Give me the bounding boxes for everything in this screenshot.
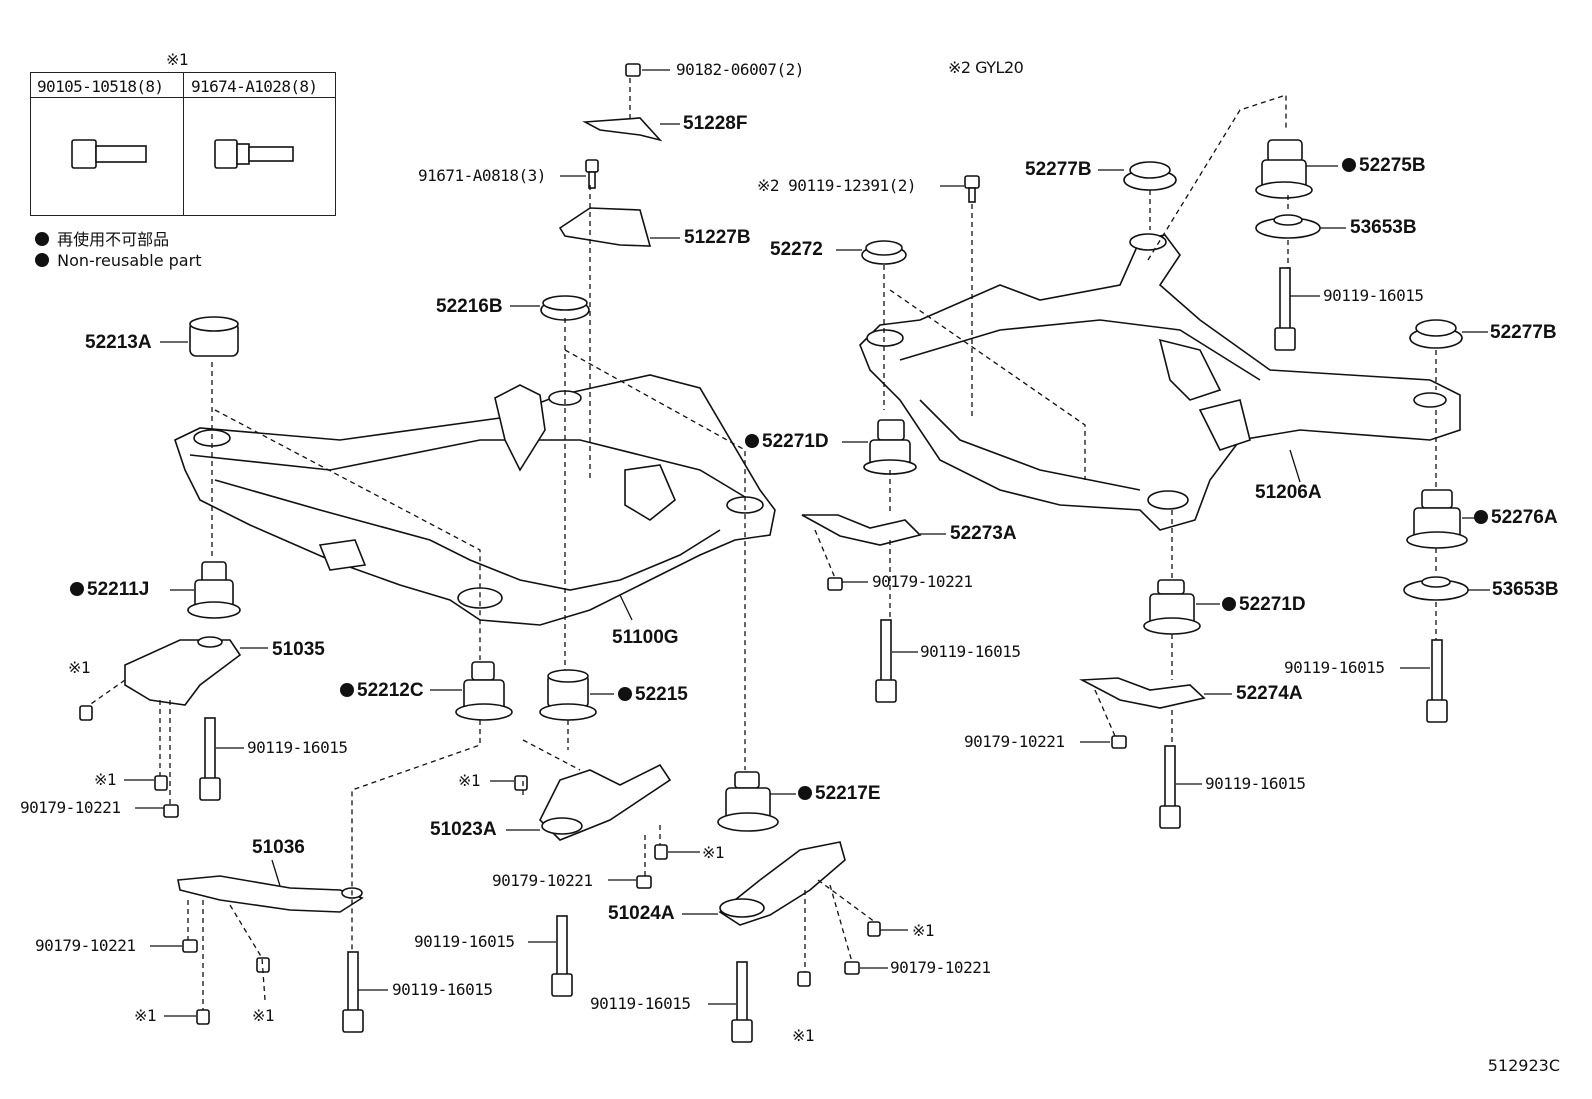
leader-lines <box>124 69 1490 1017</box>
label-51024A: 51024A <box>608 903 675 924</box>
label-90179-10221-c: 90179-10221 <box>492 871 593 890</box>
label-53653B-b: 53653B <box>1492 579 1559 600</box>
legend-header-row <box>31 73 335 98</box>
alignment-lines <box>87 78 1437 1010</box>
label-52217E: 52217E <box>798 784 881 803</box>
mark-c2: ※1 <box>702 843 725 862</box>
label-52273A: 52273A <box>950 523 1017 544</box>
label-51206A: 51206A <box>1255 482 1322 503</box>
label-90179-10221-e: 90179-10221 <box>872 572 973 591</box>
label-52213A: 52213A <box>85 332 152 353</box>
label-51036: 51036 <box>252 837 305 858</box>
non-reusable-icon <box>70 582 84 596</box>
label-52271D-b: 52271D <box>1222 595 1306 614</box>
non-reusable-icon <box>798 786 812 800</box>
legend-table: 90105-10518(8) 91674-A1028(8) <box>30 72 336 216</box>
label-52272: 52272 <box>770 239 823 260</box>
non-reusable-icon <box>618 687 632 701</box>
bullet-icon <box>35 232 49 246</box>
label-52271D-a: 52271D <box>745 432 829 451</box>
mark-d1: ※1 <box>912 921 935 940</box>
label-90119-16015-c: 90119-16015 <box>414 932 515 951</box>
non-reusable-icon <box>340 683 354 697</box>
non-reusable-icon <box>1474 510 1488 524</box>
label-90179-10221-b: 90179-10221 <box>35 936 136 955</box>
legend-note-jp: 再使用不可部品 <box>35 226 169 250</box>
legend-note-jp-text: 再使用不可部品 <box>57 230 170 249</box>
label-90182-06007: 90182-06007(2) <box>676 60 804 79</box>
label-53653B-a: 53653B <box>1350 217 1417 238</box>
bullet-icon <box>35 253 49 267</box>
label-90179-10221-d: 90179-10221 <box>890 958 991 977</box>
bolts <box>71 63 1448 1043</box>
label-90119-12391: ※2 90119-12391(2) <box>757 176 917 195</box>
label-51228F: 51228F <box>683 113 748 134</box>
label-52216B: 52216B <box>436 296 503 317</box>
legend-ref-mark: ※1 <box>166 50 189 69</box>
label-90119-16015-e: 90119-16015 <box>920 642 1021 661</box>
label-90119-16015-f: 90119-16015 <box>1323 286 1424 305</box>
label-52212C: 52212C <box>340 681 424 700</box>
front-crossmember-51100G <box>174 374 776 626</box>
mark-a2: ※1 <box>94 770 117 789</box>
mark-b2: ※1 <box>252 1006 275 1025</box>
label-90119-16015-b: 90119-16015 <box>392 980 493 999</box>
note-gyl20: ※2 GYL20 <box>948 58 1024 77</box>
label-51035: 51035 <box>272 639 325 660</box>
mark-d2: ※1 <box>792 1026 815 1045</box>
label-51023A: 51023A <box>430 819 497 840</box>
label-90119-16015-d: 90119-16015 <box>590 994 691 1013</box>
legend-col-1 <box>31 73 184 215</box>
label-90119-16015-a: 90119-16015 <box>247 738 348 757</box>
mark-a1: ※1 <box>68 658 91 677</box>
non-reusable-icon <box>745 434 759 448</box>
mark-b1: ※1 <box>134 1006 157 1025</box>
label-91671-A0818: 91671-A0818(3) <box>418 166 546 185</box>
label-90179-10221-f: 90179-10221 <box>964 732 1065 751</box>
label-52211J: 52211J <box>70 580 149 599</box>
legend-note-en: Non-reusable part <box>35 251 201 270</box>
legend-header-1: 90105-10518(8) <box>37 77 164 96</box>
rear-crossmember-51206A <box>859 233 1461 531</box>
label-52274A: 52274A <box>1236 683 1303 704</box>
label-52277B-a: 52277B <box>1025 159 1092 180</box>
label-52275B: 52275B <box>1342 156 1426 175</box>
diagram-code: 512923C <box>1487 1056 1560 1075</box>
label-90119-16015-h: 90119-16015 <box>1205 774 1306 793</box>
label-90179-10221-a: 90179-10221 <box>20 798 121 817</box>
non-reusable-icon <box>1342 158 1356 172</box>
legend-note-en-text: Non-reusable part <box>57 251 202 270</box>
label-52215: 52215 <box>618 685 688 704</box>
legend-header-2: 91674-A1028(8) <box>191 77 318 96</box>
label-52276A: 52276A <box>1474 508 1558 527</box>
non-reusable-icon <box>1222 597 1236 611</box>
label-52277B-b: 52277B <box>1490 322 1557 343</box>
mark-c1: ※1 <box>458 771 481 790</box>
bushings <box>124 117 1469 926</box>
label-51100G: 51100G <box>612 627 679 648</box>
label-90119-16015-g: 90119-16015 <box>1284 658 1385 677</box>
label-51227B: 51227B <box>684 227 751 248</box>
